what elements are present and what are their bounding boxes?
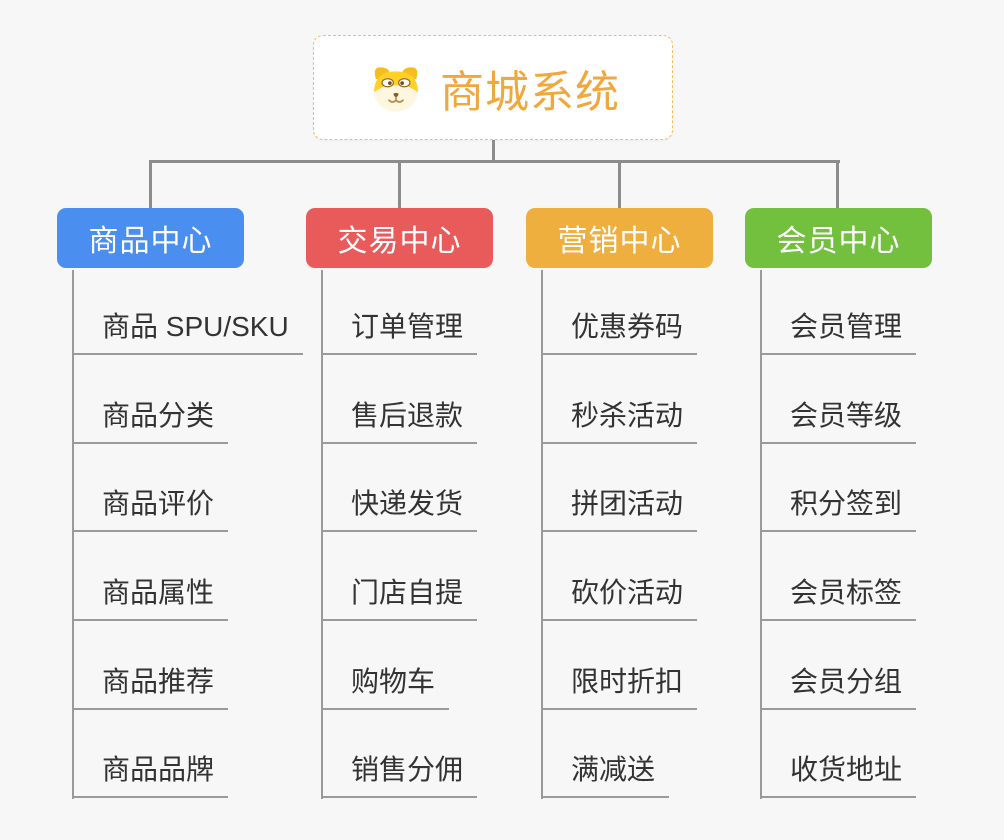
mindmap-node[interactable]: 售后退款: [321, 390, 478, 444]
mindmap-node[interactable]: 限时折扣: [541, 656, 698, 710]
branch-trunk-line: [760, 270, 762, 799]
mindmap-node[interactable]: 优惠券码: [541, 301, 698, 355]
branch-marketing-center: 营销中心 优惠券码 秒杀活动 拼团活动 砍价活动 限时折扣 满减送: [526, 208, 713, 799]
connector-branch-stub: [836, 161, 839, 209]
connector-horizontal-rail: [149, 160, 840, 163]
mindmap-node[interactable]: 会员管理: [760, 301, 917, 355]
branch-trunk-line: [321, 270, 323, 799]
mindmap-node[interactable]: 会员分组: [760, 656, 917, 710]
branch-trade-center: 交易中心 订单管理 售后退款 快递发货 门店自提 购物车 销售分佣: [306, 208, 493, 799]
mindmap-node[interactable]: 商品品牌: [72, 744, 229, 798]
connector-branch-stub: [149, 161, 152, 209]
root-node[interactable]: 商城系统: [313, 35, 673, 140]
branch-header[interactable]: 会员中心: [745, 208, 932, 268]
mindmap-node[interactable]: 商品分类: [72, 390, 229, 444]
connector-branch-stub: [618, 161, 621, 209]
mindmap-node[interactable]: 订单管理: [321, 301, 478, 355]
mindmap-node[interactable]: 销售分佣: [321, 744, 478, 798]
mindmap-node[interactable]: 商品推荐: [72, 656, 229, 710]
dog-face-icon: [374, 66, 418, 112]
mindmap-node[interactable]: 会员标签: [760, 567, 917, 621]
mindmap-node[interactable]: 快递发货: [321, 478, 478, 532]
mindmap-node[interactable]: 秒杀活动: [541, 390, 698, 444]
mindmap-node[interactable]: 门店自提: [321, 567, 478, 621]
branch-header[interactable]: 商品中心: [57, 208, 244, 268]
mindmap-node[interactable]: 满减送: [541, 744, 670, 798]
branch-trunk-line: [541, 270, 543, 799]
branch-header[interactable]: 交易中心: [306, 208, 493, 268]
branch-trunk-line: [72, 270, 74, 799]
mindmap-node[interactable]: 商品评价: [72, 478, 229, 532]
branch-product-center: 商品中心 商品 SPU/SKU 商品分类 商品评价 商品属性 商品推荐 商品品牌: [57, 208, 303, 799]
mindmap-node[interactable]: 拼团活动: [541, 478, 698, 532]
mindmap-node[interactable]: 砍价活动: [541, 567, 698, 621]
mindmap-node[interactable]: 购物车: [321, 656, 450, 710]
mindmap-node[interactable]: 积分签到: [760, 478, 917, 532]
mindmap-node[interactable]: 收货地址: [760, 744, 917, 798]
root-title: 商城系统: [440, 67, 620, 117]
mindmap-node[interactable]: 商品属性: [72, 567, 229, 621]
mindmap-node[interactable]: 会员等级: [760, 390, 917, 444]
mindmap-node[interactable]: 商品 SPU/SKU: [72, 301, 303, 355]
branch-header[interactable]: 营销中心: [526, 208, 713, 268]
branch-member-center: 会员中心 会员管理 会员等级 积分签到 会员标签 会员分组 收货地址: [745, 208, 932, 799]
connector-branch-stub: [398, 161, 401, 209]
connector-root-stub: [492, 140, 495, 162]
